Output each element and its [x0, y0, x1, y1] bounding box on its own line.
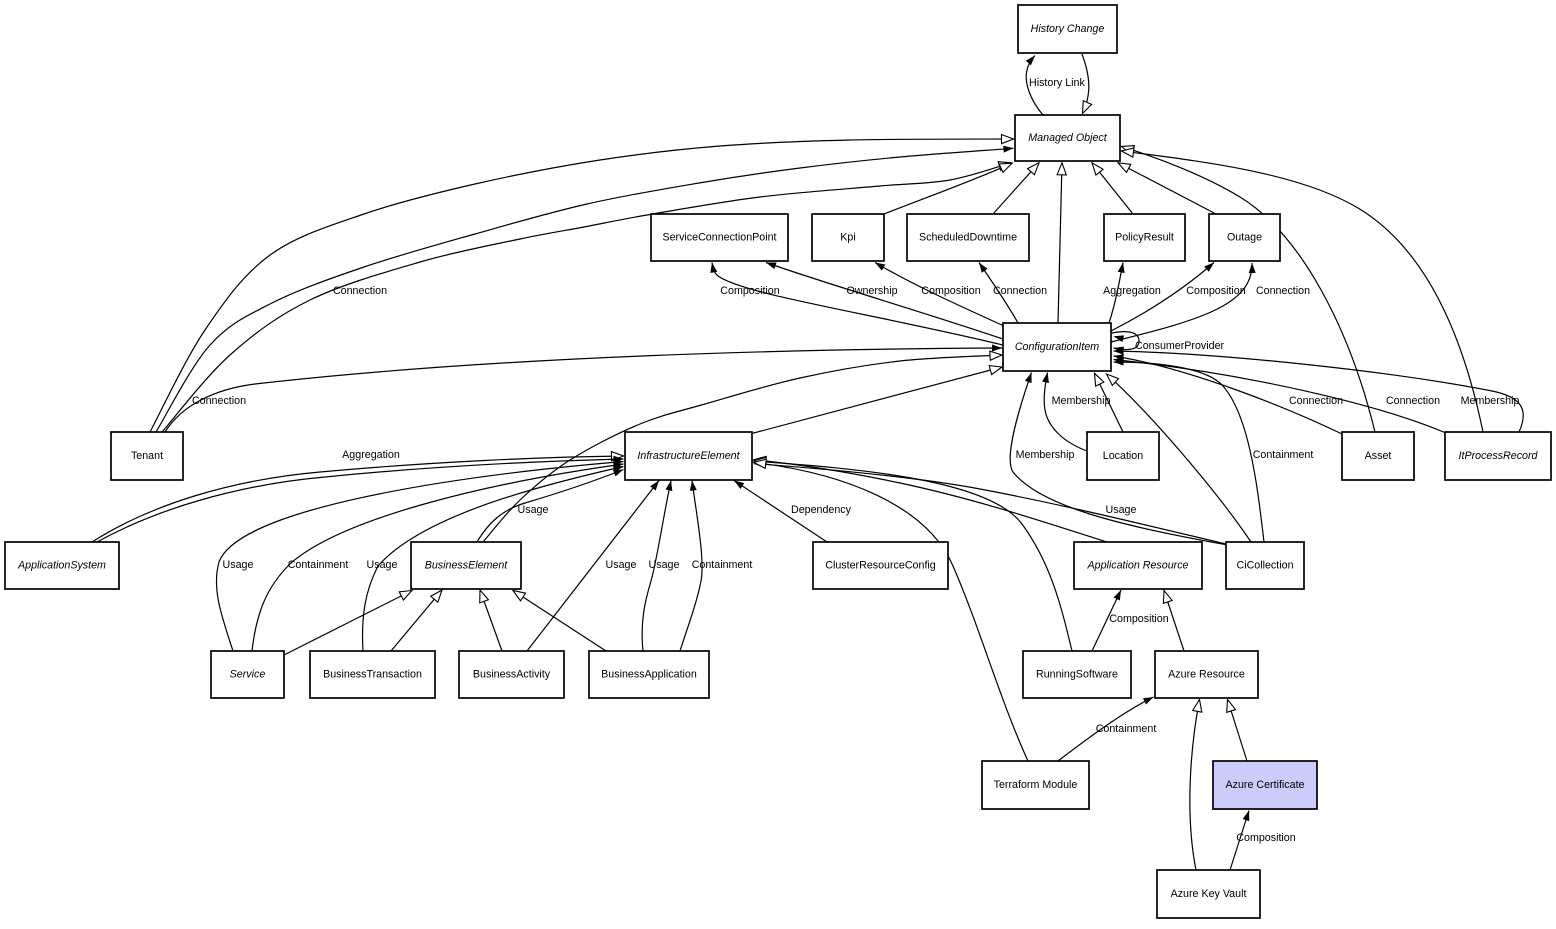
svg-text:RunningSoftware: RunningSoftware [1036, 669, 1118, 681]
svg-text:Usage: Usage [606, 559, 637, 571]
svg-text:Usage: Usage [649, 559, 680, 571]
svg-text:Composition: Composition [720, 285, 779, 297]
svg-text:Composition: Composition [1109, 613, 1168, 625]
svg-text:Kpi: Kpi [840, 232, 855, 244]
svg-text:Membership: Membership [1016, 449, 1075, 461]
svg-text:Composition: Composition [921, 285, 980, 297]
svg-text:ConfigurationItem: ConfigurationItem [1015, 341, 1099, 353]
svg-text:Connection: Connection [333, 285, 387, 297]
svg-text:CiCollection: CiCollection [1236, 560, 1293, 572]
svg-text:Usage: Usage [518, 504, 549, 516]
svg-text:BusinessApplication: BusinessApplication [601, 669, 697, 681]
svg-text:Tenant: Tenant [131, 450, 163, 462]
svg-text:Connection: Connection [192, 395, 246, 407]
svg-text:Managed Object: Managed Object [1028, 132, 1107, 144]
svg-text:Azure Certificate: Azure Certificate [1226, 779, 1305, 791]
svg-text:ConsumerProvider: ConsumerProvider [1135, 340, 1225, 352]
svg-text:Connection: Connection [993, 285, 1047, 297]
svg-text:ClusterResourceConfig: ClusterResourceConfig [825, 560, 936, 572]
svg-text:Membership: Membership [1461, 395, 1520, 407]
svg-text:Composition: Composition [1236, 832, 1295, 844]
svg-text:ScheduledDowntime: ScheduledDowntime [919, 232, 1017, 244]
svg-text:Application Resource: Application Resource [1087, 560, 1189, 572]
svg-text:Connection: Connection [1386, 395, 1440, 407]
svg-text:History Link: History Link [1029, 77, 1085, 89]
svg-text:Containment: Containment [1253, 449, 1314, 461]
svg-text:ItProcessRecord: ItProcessRecord [1459, 450, 1539, 462]
svg-text:Usage: Usage [367, 559, 398, 571]
svg-text:Ownership: Ownership [846, 285, 897, 297]
svg-text:Connection: Connection [1289, 395, 1343, 407]
svg-text:Dependency: Dependency [791, 504, 852, 516]
svg-text:PolicyResult: PolicyResult [1115, 232, 1174, 244]
svg-text:ServiceConnectionPoint: ServiceConnectionPoint [662, 232, 776, 244]
svg-text:BusinessElement: BusinessElement [425, 560, 509, 572]
svg-text:Containment: Containment [692, 559, 753, 571]
svg-text:Azure Resource: Azure Resource [1168, 669, 1245, 681]
svg-text:Service: Service [230, 669, 266, 681]
svg-text:Aggregation: Aggregation [1103, 285, 1161, 297]
svg-text:History Change: History Change [1031, 23, 1105, 35]
svg-text:Azure Key Vault: Azure Key Vault [1171, 888, 1247, 900]
svg-text:Composition: Composition [1186, 285, 1245, 297]
svg-text:ApplicationSystem: ApplicationSystem [17, 560, 106, 572]
svg-text:Containment: Containment [1096, 723, 1157, 735]
svg-text:Outage: Outage [1227, 232, 1262, 244]
svg-text:Terraform Module: Terraform Module [994, 779, 1078, 791]
svg-text:Location: Location [1103, 450, 1143, 462]
svg-text:BusinessActivity: BusinessActivity [473, 669, 551, 681]
svg-text:BusinessTransaction: BusinessTransaction [323, 669, 422, 681]
svg-text:Connection: Connection [1256, 285, 1310, 297]
svg-text:Usage: Usage [223, 559, 254, 571]
svg-text:Aggregation: Aggregation [342, 449, 400, 461]
svg-text:Containment: Containment [288, 559, 349, 571]
svg-text:InfrastructureElement: InfrastructureElement [637, 450, 740, 462]
svg-text:Usage: Usage [1106, 504, 1137, 516]
svg-text:Asset: Asset [1365, 450, 1392, 462]
svg-text:Membership: Membership [1052, 395, 1111, 407]
